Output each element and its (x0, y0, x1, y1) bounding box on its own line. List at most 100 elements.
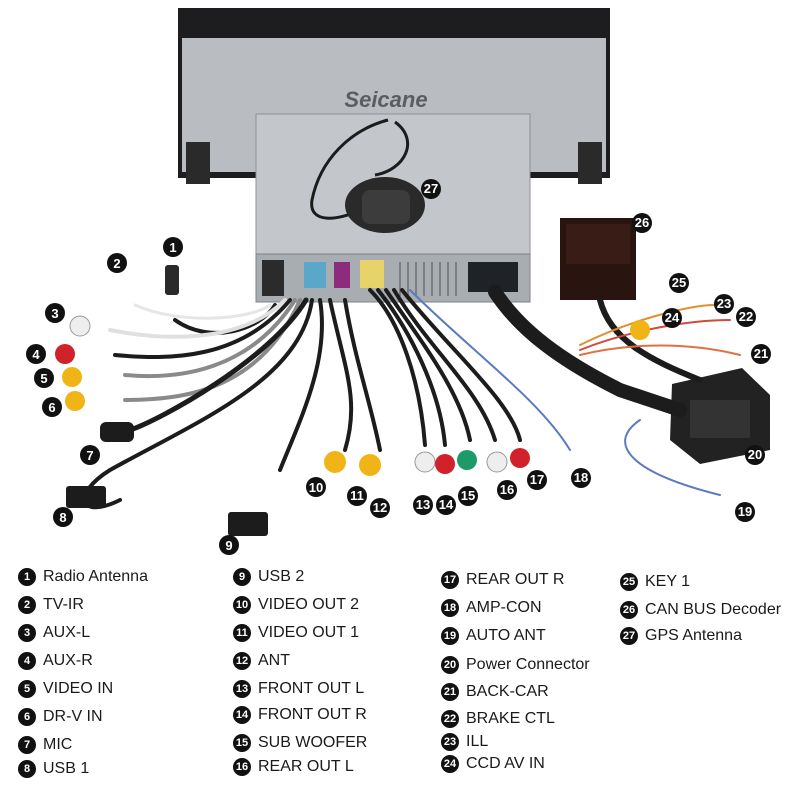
legend-number: 7 (18, 736, 36, 754)
legend-label: MIC (43, 736, 73, 753)
legend-number: 27 (620, 627, 638, 645)
legend-label: USB 2 (258, 568, 305, 585)
callout-8: 8 (53, 507, 73, 527)
callout-10: 10 (306, 477, 326, 497)
callout-26: 26 (632, 213, 652, 233)
svg-text:1: 1 (169, 240, 176, 255)
legend-label: FRONT OUT R (258, 706, 367, 723)
callout-17: 17 (527, 470, 547, 490)
power-connector (670, 368, 770, 464)
callout-4: 4 (26, 344, 46, 364)
legend-label: REAR OUT L (258, 758, 354, 775)
legend-item: 11 VIDEO OUT 1 (233, 621, 359, 645)
callout-2: 2 (107, 253, 127, 273)
svg-text:10: 10 (309, 480, 323, 495)
callout-20: 20 (745, 445, 765, 465)
legend-number: 21 (441, 683, 459, 701)
svg-text:26: 26 (635, 215, 649, 230)
callout-9: 9 (219, 535, 239, 555)
svg-text:3: 3 (51, 306, 58, 321)
legend-number: 23 (441, 733, 459, 751)
legend-number: 20 (441, 656, 459, 674)
callout-23: 23 (714, 294, 734, 314)
svg-text:27: 27 (424, 181, 438, 196)
callout-7: 7 (80, 445, 100, 465)
legend-number: 10 (233, 596, 251, 614)
callout-22: 22 (736, 307, 756, 327)
legend-number: 11 (233, 624, 251, 642)
legend-item: 20 Power Connector (441, 653, 590, 677)
callout-18: 18 (571, 468, 591, 488)
svg-text:2: 2 (113, 256, 120, 271)
legend-number: 17 (441, 571, 459, 589)
legend-number: 6 (18, 708, 36, 726)
legend-label: CAN BUS Decoder (645, 601, 782, 618)
head-unit-panel (178, 8, 610, 184)
callout-19: 19 (735, 502, 755, 522)
callout-24: 24 (662, 308, 682, 328)
can-bus-decoder (560, 218, 636, 300)
legend-item: 2 TV-IR (18, 593, 84, 617)
legend-label: ILL (466, 733, 489, 750)
legend-label: TV-IR (43, 596, 84, 613)
svg-text:8: 8 (59, 510, 66, 525)
legend-label: FRONT OUT L (258, 680, 365, 697)
legend-label: DR-V IN (43, 708, 103, 725)
legend-label: AUX-R (43, 652, 93, 669)
legend-number: 16 (233, 758, 251, 776)
svg-text:23: 23 (717, 296, 731, 311)
legend-number: 4 (18, 652, 36, 670)
legend-item: 6 DR-V IN (18, 705, 103, 729)
legend-label: VIDEO OUT 1 (258, 624, 360, 641)
legend-label: Power Connector (466, 656, 590, 673)
legend-label: AUX-L (43, 624, 91, 641)
svg-text:21: 21 (754, 346, 768, 361)
callout-25: 25 (669, 273, 689, 293)
callout-11: 11 (347, 486, 367, 506)
legend-item: 27 GPS Antenna (620, 624, 742, 648)
svg-text:12: 12 (373, 500, 387, 515)
callout-3: 3 (45, 303, 65, 323)
svg-text:11: 11 (350, 488, 364, 503)
callout-badges: 1 2 3 4 5 6 7 8 9 10 11 12 13 14 15 16 1… (26, 179, 771, 555)
svg-text:9: 9 (225, 538, 232, 553)
legend-label: KEY 1 (645, 573, 691, 590)
svg-text:18: 18 (574, 470, 588, 485)
legend-number: 14 (233, 706, 251, 724)
legend-number: 24 (441, 755, 459, 773)
svg-text:17: 17 (530, 472, 544, 487)
legend-number: 3 (18, 624, 36, 642)
callout-5: 5 (34, 368, 54, 388)
svg-text:24: 24 (665, 310, 680, 325)
legend-label: SUB WOOFER (258, 734, 368, 751)
svg-text:22: 22 (739, 309, 753, 324)
legend-number: 2 (18, 596, 36, 614)
legend-label: USB 1 (43, 760, 90, 777)
legend-number: 1 (18, 568, 36, 586)
legend-label: AUTO ANT (466, 627, 546, 644)
legend-number: 8 (18, 760, 36, 778)
callout-27: 27 (421, 179, 441, 199)
legend-label: GPS Antenna (645, 627, 742, 644)
svg-text:25: 25 (672, 275, 686, 290)
legend-number: 13 (233, 680, 251, 698)
wiring-diagram: Seicane (26, 8, 771, 555)
legend-item: 7 MIC (18, 733, 72, 757)
svg-text:13: 13 (416, 497, 430, 512)
callout-21: 21 (751, 344, 771, 364)
legend-item: 14 FRONT OUT R (233, 703, 367, 727)
callout-12: 12 (370, 498, 390, 518)
callout-16: 16 (497, 480, 517, 500)
legend-label: VIDEO IN (43, 680, 114, 697)
